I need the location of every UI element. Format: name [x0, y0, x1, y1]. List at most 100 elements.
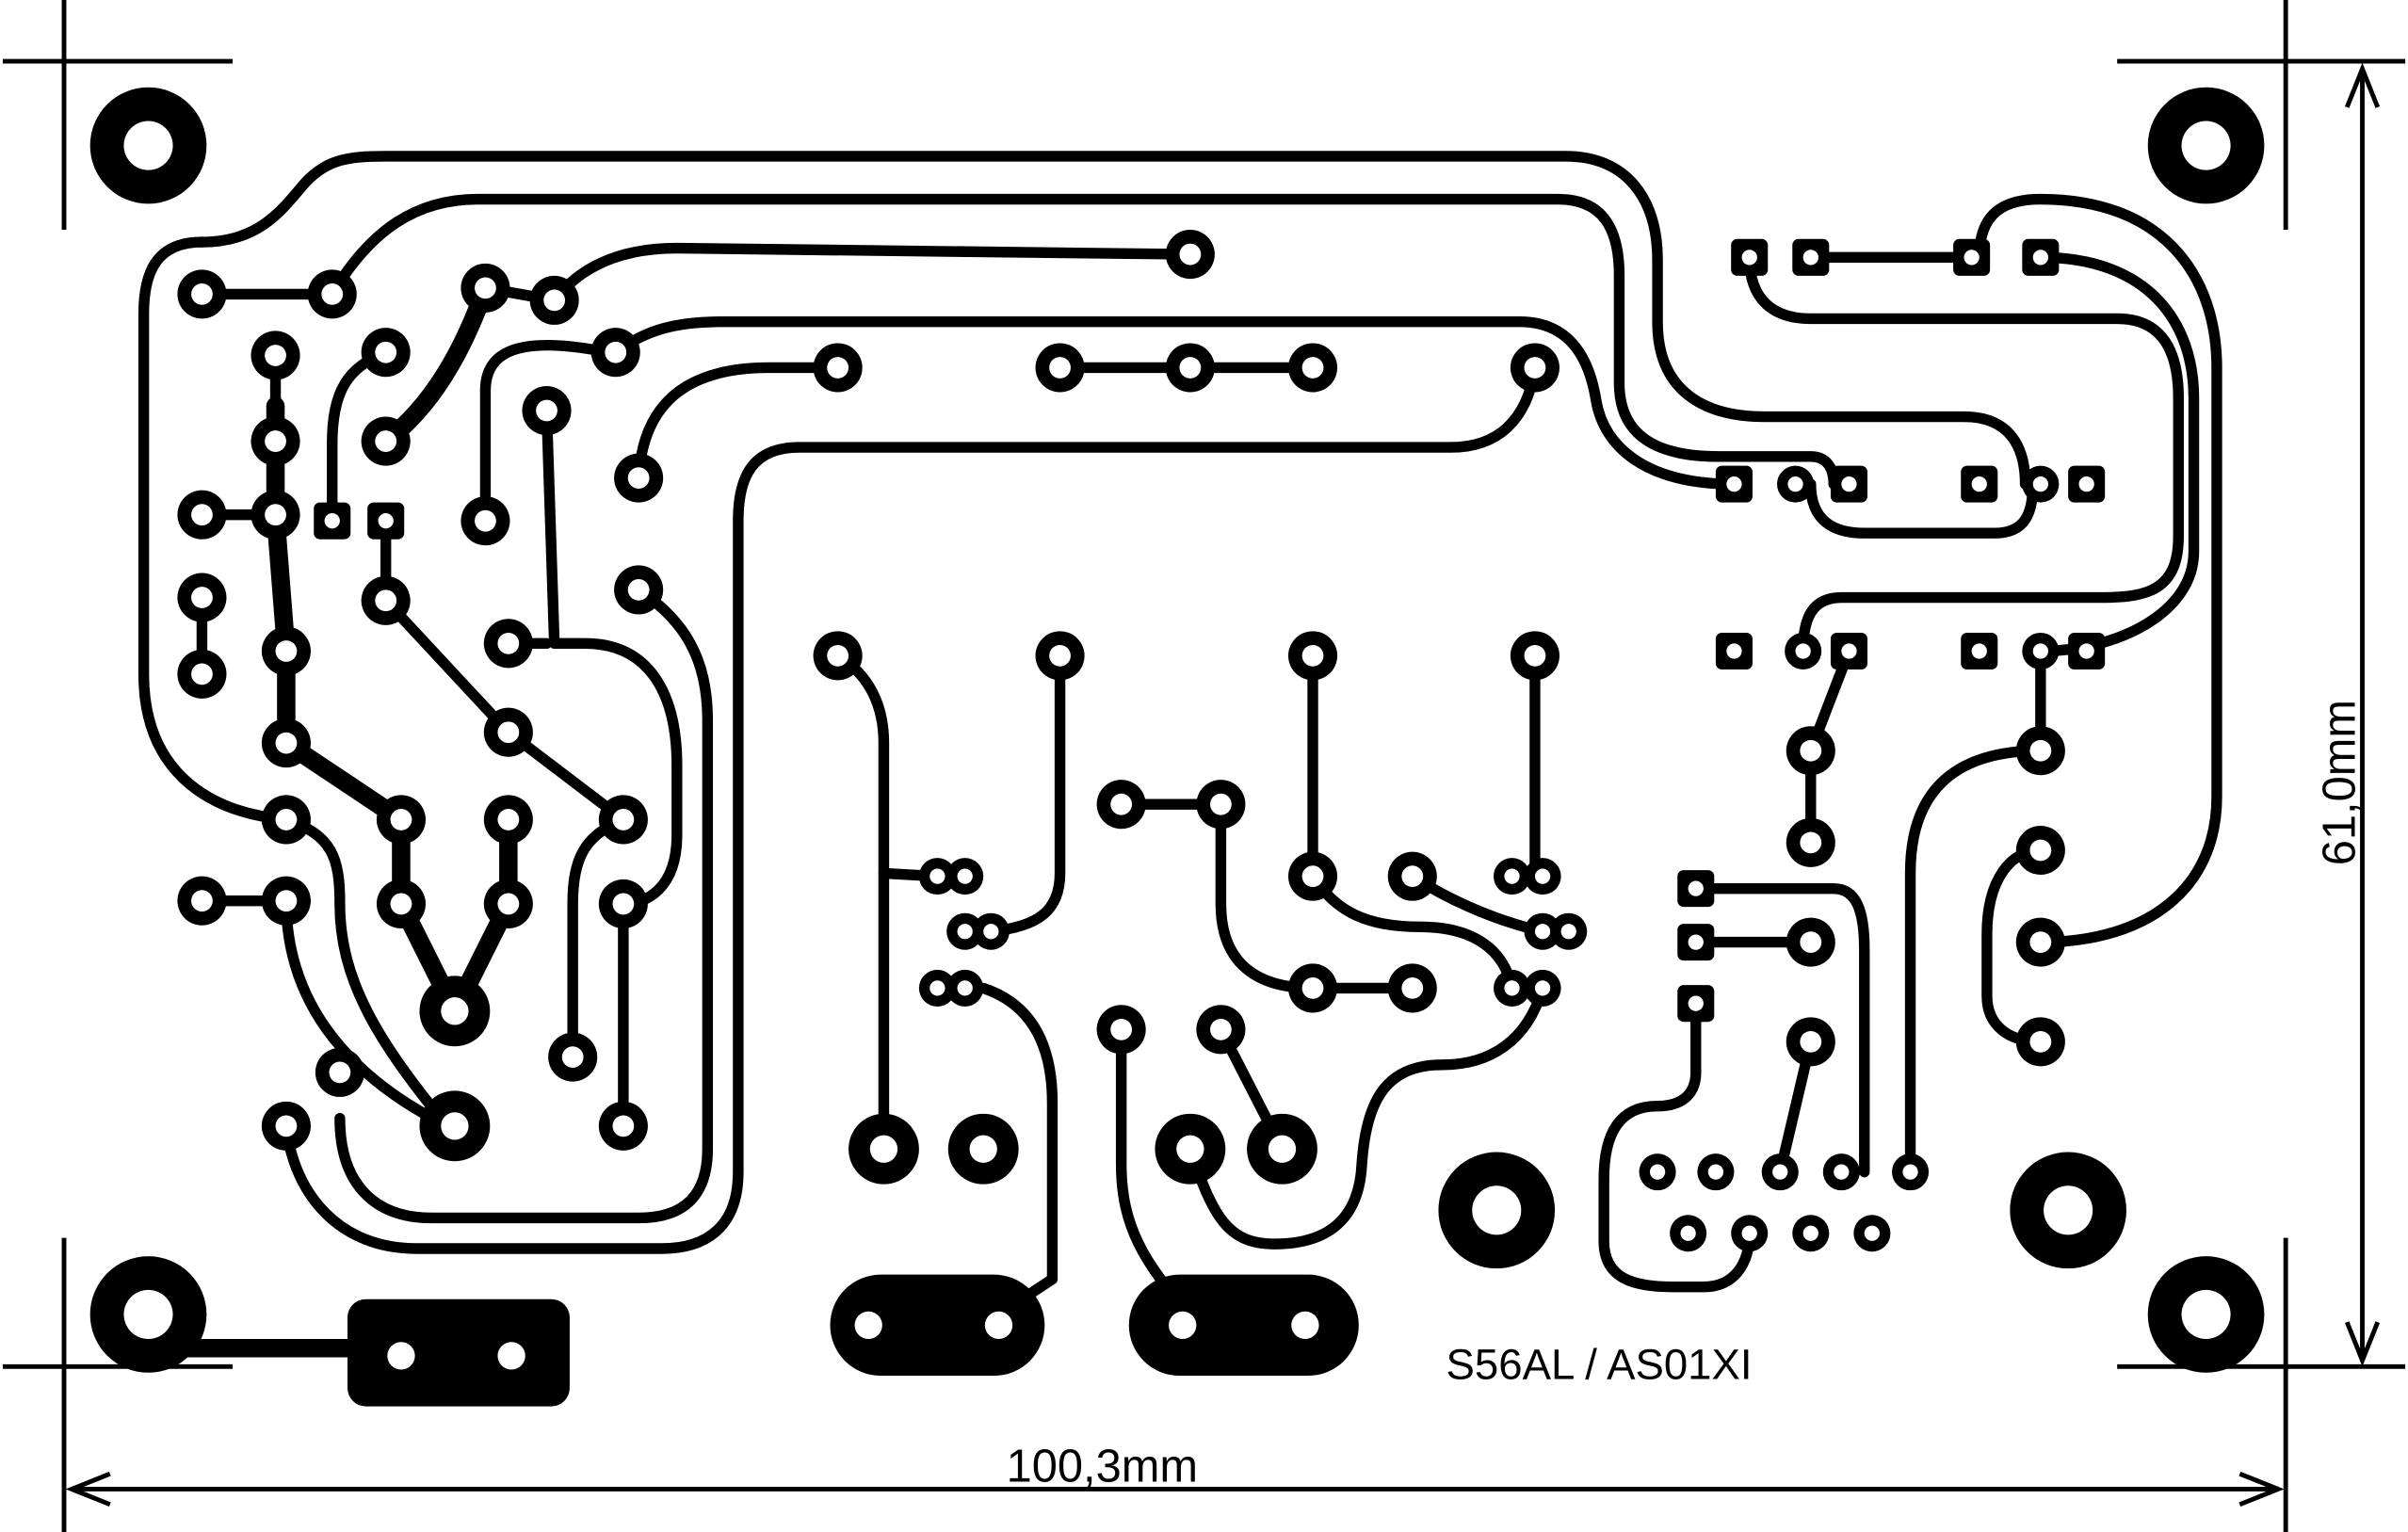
- drill-hole: [1800, 1030, 1822, 1053]
- drill-hole: [1534, 924, 1551, 940]
- drill-hole: [191, 504, 213, 526]
- drill-hole: [497, 1342, 525, 1370]
- drill-hole: [375, 589, 397, 612]
- drill-hole: [1971, 476, 1987, 492]
- drill-hole: [543, 289, 566, 312]
- drill-hole: [1210, 793, 1232, 815]
- drill-hole: [1210, 1018, 1232, 1040]
- drill-hole: [869, 1135, 898, 1163]
- drill-hole: [497, 809, 520, 831]
- drill-hole: [984, 1311, 1013, 1339]
- drill-hole: [2029, 739, 2052, 762]
- drill-hole: [561, 1046, 584, 1069]
- width-dimension-label: 100,3mm: [1007, 1441, 1198, 1492]
- author-label: S56AL / AS01XI: [1446, 1340, 1753, 1388]
- drill-hole: [191, 282, 213, 305]
- component-pads: [177, 230, 2106, 1370]
- drill-hole: [1301, 977, 1324, 999]
- drill-hole: [1560, 924, 1576, 940]
- drill-hole: [1726, 476, 1742, 492]
- drill-hole: [2029, 931, 2052, 953]
- drill-hole: [2078, 476, 2094, 492]
- drill-hole: [275, 732, 298, 754]
- thick-tracks: [177, 279, 518, 1358]
- drill-hole: [390, 809, 412, 831]
- drill-hole: [957, 980, 973, 996]
- drill-hole: [827, 644, 849, 667]
- drill-hole: [1504, 868, 1520, 884]
- drill-hole: [1110, 793, 1133, 815]
- drill-hole: [1179, 357, 1202, 379]
- dimension-lines: [65, 62, 2381, 1507]
- drill-hole: [1524, 644, 1546, 667]
- drill-hole: [1268, 1135, 1297, 1163]
- drill-hole: [1707, 1164, 1724, 1180]
- drill-hole: [1680, 1225, 1696, 1241]
- drill-hole: [1649, 1164, 1666, 1180]
- drill-hole: [627, 579, 650, 601]
- drill-hole: [957, 924, 973, 940]
- drill-hole: [1772, 1164, 1788, 1180]
- drill-hole: [191, 890, 213, 912]
- drill-hole: [375, 341, 397, 363]
- drill-hole: [324, 513, 340, 529]
- drill-hole: [1902, 1164, 1918, 1180]
- drill-hole: [275, 640, 298, 662]
- drill-hole: [1787, 476, 1803, 492]
- drill-hole: [1524, 357, 1546, 379]
- drill-hole: [827, 357, 849, 379]
- drill-hole: [475, 509, 496, 532]
- drill-hole: [1741, 250, 1757, 266]
- drill-hole: [1179, 243, 1202, 266]
- drill-hole: [536, 399, 558, 422]
- drill-hole: [1049, 644, 1071, 667]
- drill-hole: [2029, 839, 2052, 862]
- drill-hole: [612, 893, 635, 915]
- drill-hole: [191, 587, 213, 608]
- mounting-holes: [89, 87, 2265, 1373]
- drill-hole: [1841, 476, 1857, 492]
- drill-hole: [1049, 357, 1071, 379]
- drill-hole: [627, 467, 650, 490]
- drill-hole: [1864, 1225, 1881, 1241]
- drill-hole: [1800, 831, 1822, 854]
- drill-hole: [1688, 934, 1704, 950]
- drill-hole: [2032, 643, 2048, 659]
- drill-hole: [375, 430, 397, 452]
- drill-hole: [265, 345, 286, 366]
- drill-hole: [2078, 643, 2094, 659]
- drill-hole: [612, 1115, 635, 1137]
- drill-hole: [1802, 1225, 1818, 1241]
- drill-hole: [1795, 643, 1811, 659]
- drill-hole: [1169, 1311, 1197, 1339]
- drill-hole: [1401, 865, 1424, 888]
- drill-hole: [1834, 1164, 1850, 1180]
- drill-hole: [1301, 865, 1324, 888]
- drill-hole: [1534, 980, 1551, 996]
- drill-hole: [1841, 643, 1857, 659]
- drill-hole: [1971, 643, 1987, 659]
- drill-hole: [983, 924, 999, 940]
- drill-hole: [321, 282, 344, 305]
- copper-areas: [347, 1274, 1359, 1407]
- drill-hole: [929, 980, 945, 996]
- drill-hole: [275, 809, 298, 831]
- drill-hole: [1800, 931, 1822, 953]
- drill-hole: [497, 632, 520, 654]
- drill-hole: [1301, 644, 1324, 667]
- drill-hole: [265, 430, 286, 452]
- drill-hole: [605, 341, 627, 363]
- drill-hole: [275, 1115, 298, 1137]
- drill-hole: [929, 868, 945, 884]
- drill-hole: [1688, 995, 1704, 1011]
- drill-hole: [969, 1135, 997, 1163]
- drill-hole: [612, 809, 635, 831]
- drill-hole: [275, 890, 298, 912]
- drill-hole: [378, 513, 394, 529]
- drill-hole: [1741, 1225, 1757, 1241]
- drill-hole: [497, 721, 520, 744]
- drill-hole: [497, 893, 520, 915]
- drill-hole: [1534, 868, 1551, 884]
- height-dimension-label: 61,0mm: [2314, 700, 2365, 865]
